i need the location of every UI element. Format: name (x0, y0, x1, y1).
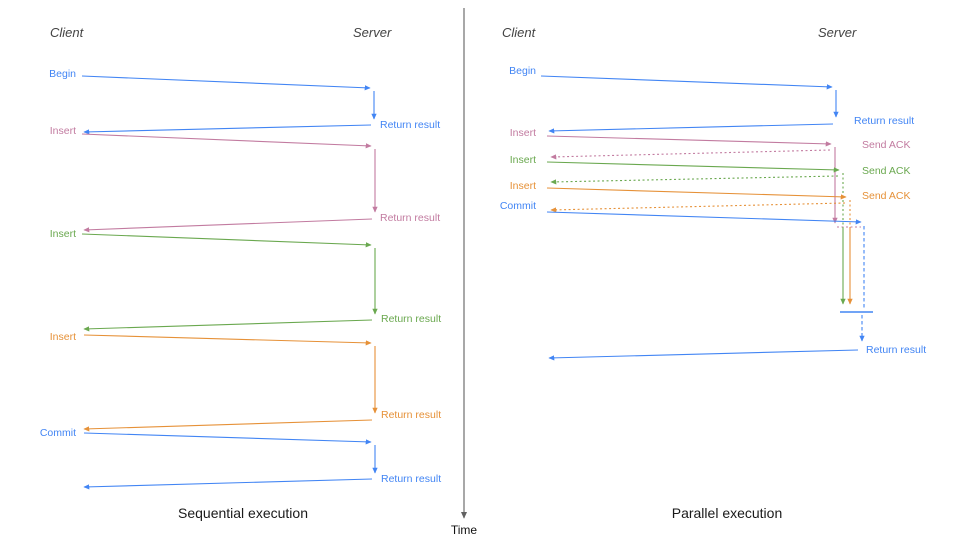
par-server-header: Server (818, 25, 857, 40)
seq-return-result-5: Return result (381, 473, 442, 485)
seq-return-result-1: Return result (380, 119, 441, 131)
parallel-panel-lines (540, 75, 873, 361)
par-send-ack-2: Send ACK (862, 165, 911, 177)
par-op-insert1-label: Insert (509, 127, 536, 139)
seq-insert1-request-arrow (81, 133, 372, 149)
seq-commit-request-arrow (83, 432, 372, 445)
par-return-result-commit: Return result (866, 344, 927, 356)
par-return-result-begin: Return result (854, 115, 915, 127)
seq-op-insert2-label: Insert (49, 228, 76, 240)
par-begin-response-arrow (548, 123, 834, 134)
seq-commit-response-arrow (83, 478, 373, 490)
par-op-insert2-label: Insert (509, 154, 536, 166)
seq-server-header: Server (353, 25, 392, 40)
seq-return-result-4: Return result (381, 409, 442, 421)
par-send-ack-3: Send ACK (862, 190, 911, 202)
seq-op-insert1-label: Insert (49, 125, 76, 137)
par-insert3-ack-arrow (550, 202, 846, 213)
seq-begin-request-arrow (81, 75, 371, 91)
par-commit-response-arrow (548, 349, 859, 361)
par-panel-title: Parallel execution (671, 505, 783, 521)
par-begin-request-arrow (540, 75, 833, 90)
seq-insert1-response-arrow (83, 218, 373, 233)
sequential-panel-lines (81, 75, 378, 490)
seq-begin-response-arrow (83, 124, 372, 135)
seq-op-begin-label: Begin (49, 68, 76, 80)
time-axis-label: Time (450, 523, 478, 537)
seq-insert3-response-arrow (83, 419, 373, 432)
seq-op-commit-label: Commit (39, 427, 76, 439)
par-insert2-request-arrow (546, 161, 840, 173)
par-op-begin-label: Begin (509, 65, 536, 77)
seq-return-result-2: Return result (380, 212, 441, 224)
seq-return-result-3: Return result (381, 313, 442, 325)
par-insert3-request-arrow (546, 187, 847, 200)
seq-insert3-request-arrow (83, 334, 372, 346)
par-op-insert3-label: Insert (509, 180, 536, 192)
seq-insert2-response-arrow (83, 319, 373, 332)
seq-op-insert3-label: Insert (49, 331, 76, 343)
par-insert2-ack-arrow (550, 175, 839, 185)
seq-panel-title: Sequential execution (178, 505, 308, 521)
seq-insert2-request-arrow (81, 233, 372, 248)
par-op-commit-label: Commit (499, 200, 536, 212)
par-commit-request-arrow (546, 211, 862, 225)
par-insert1-request-arrow (546, 135, 832, 147)
par-insert1-ack-arrow (550, 149, 831, 160)
par-send-ack-1: Send ACK (862, 139, 911, 151)
par-client-header: Client (502, 25, 536, 40)
seq-client-header: Client (50, 25, 84, 40)
